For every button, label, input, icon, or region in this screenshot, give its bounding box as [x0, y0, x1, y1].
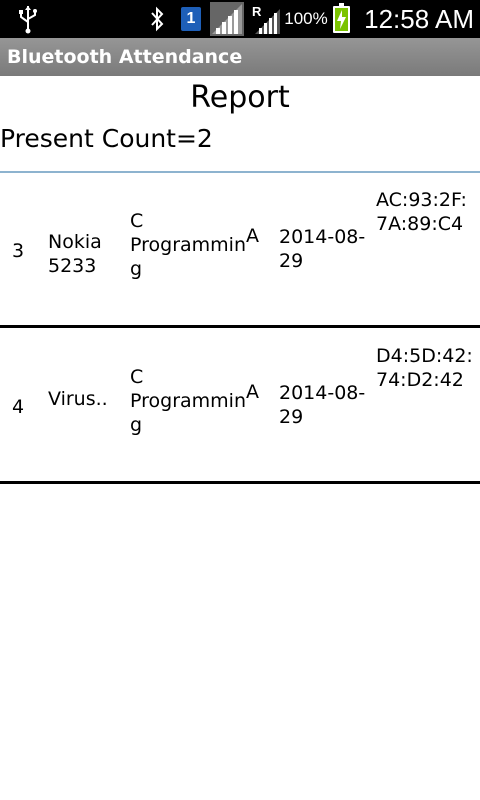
row-mac: AC:93:2F:7A:89:C4: [376, 189, 467, 235]
row-device: Virus..: [48, 388, 108, 410]
app-title: Bluetooth Attendance: [7, 46, 243, 68]
row-date: 2014-08-29: [279, 382, 366, 428]
row-subject: C Programming: [130, 210, 246, 280]
svg-text:R: R: [252, 4, 262, 19]
sim-icon: 1: [180, 0, 202, 38]
battery-charging-icon: [330, 0, 352, 38]
signal-icon: [208, 0, 246, 38]
usb-icon: [14, 0, 42, 38]
row-status: A: [246, 225, 259, 247]
row-mac: D4:5D:42:74:D2:42: [376, 345, 473, 391]
row-divider: [0, 325, 480, 328]
row-date: 2014-08-29: [279, 226, 366, 272]
row-id: 3: [12, 240, 25, 262]
row-subject: C Programming: [130, 366, 246, 436]
table-row: 4 Virus.. C Programming A 2014-08-29 D4:…: [0, 330, 480, 482]
page-title: Report: [190, 80, 290, 115]
status-bar: 1 R 100% 12:58 AM: [0, 0, 480, 38]
table-row: 3 Nokia 5233 C Programming A 2014-08-29 …: [0, 174, 480, 326]
battery-percent: 100%: [284, 9, 328, 28]
clock: 12:58 AM: [364, 3, 474, 34]
bluetooth-icon: [146, 0, 168, 38]
roaming-signal-icon: R: [250, 0, 282, 38]
row-device: Nokia 5233: [48, 231, 102, 274]
present-count: Present Count=2: [0, 124, 213, 153]
row-status: A: [246, 381, 259, 403]
header-divider: [0, 171, 480, 173]
app-title-bar: Bluetooth Attendance: [0, 38, 480, 76]
row-divider: [0, 481, 480, 484]
row-id: 4: [12, 396, 25, 418]
